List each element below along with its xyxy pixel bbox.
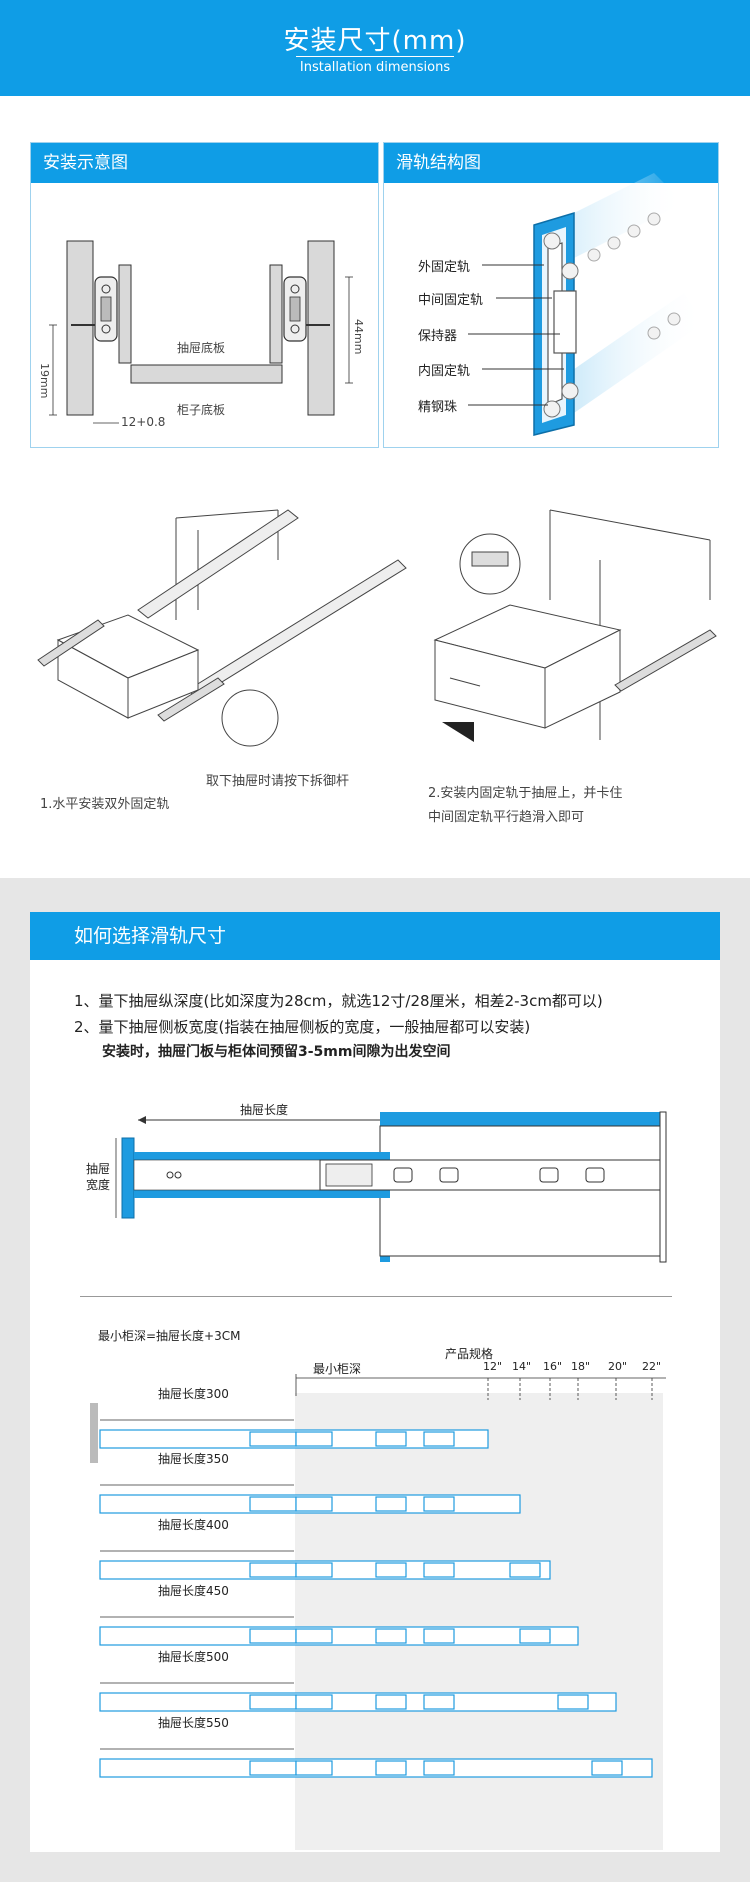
label-drawer-width-2: 宽度 (86, 1178, 111, 1192)
step2-caption-line2: 中间固定轨平行趋滑入即可 (428, 810, 585, 825)
part-outer-rail: 外固定轨 (418, 260, 471, 275)
row-label-350: 抽屉长度350 (158, 1452, 229, 1466)
part-steel-balls: 精钢珠 (418, 400, 458, 415)
label-44mm: 44mm (352, 319, 365, 355)
spec-tick-18: 18" (571, 1360, 591, 1373)
rule-width: 2、量下抽屉侧板宽度(指装在抽屉侧板的宽度，一般抽屉都可以安装) (74, 1018, 531, 1036)
step2-illustration (433, 509, 717, 742)
label-cabinet-bottom: 柜子底板 (177, 403, 226, 417)
header-banner (0, 0, 750, 96)
label-drawer-width-1: 抽屉 (86, 1162, 111, 1176)
row-label-400: 抽屉长度400 (158, 1518, 229, 1532)
label-drawer-bottom: 抽屉底板 (177, 341, 226, 355)
rail-cross-section (468, 173, 704, 436)
select-section-title: 如何选择滑轨尺寸 (30, 912, 720, 960)
label-drawer-length: 抽屉长度 (240, 1103, 289, 1117)
install-diagram-title: 安装示意图 (31, 143, 378, 183)
step1-illustration (37, 509, 407, 747)
spec-tick-12: 12" (483, 1360, 503, 1373)
part-inner-rail: 内固定轨 (418, 364, 471, 379)
section-divider (80, 1296, 672, 1297)
label-gap: 12+0.8 (121, 415, 166, 429)
label-19mm: 19mm (38, 363, 51, 399)
rule-gap: 安装时，抽屉门板与柜体间预留3-5mm间隙为出发空间 (102, 1044, 451, 1060)
page-title: 安装尺寸(mm) (283, 26, 467, 56)
cabinet-wall (90, 1403, 98, 1463)
min-depth-label: 最小柜深 (313, 1362, 362, 1376)
slide-size-chart (99, 1374, 666, 1778)
row-label-550: 抽屉长度550 (158, 1716, 229, 1730)
part-middle-rail: 中间固定轨 (418, 293, 484, 308)
step2-caption-line1: 2.安装内固定轨于抽屉上，并卡住 (428, 786, 623, 801)
title-underline (296, 56, 454, 57)
row-label-300: 抽屉长度300 (158, 1387, 229, 1401)
spec-tick-14: 14" (512, 1360, 532, 1373)
drawer-length-diagram (115, 1111, 667, 1263)
page-subtitle: Installation dimensions (299, 60, 451, 75)
row-label-450: 抽屉长度450 (158, 1584, 229, 1598)
spec-tick-22: 22" (642, 1360, 662, 1373)
step1-caption: 1.水平安装双外固定轨 (40, 797, 170, 812)
install-diagram-panel: 安装示意图 抽屉底板 柜子底板 19mm (30, 142, 379, 448)
spec-tick-20: 20" (608, 1360, 628, 1373)
structure-diagram-title: 滑轨结构图 (384, 143, 718, 183)
min-cabinet-formula: 最小柜深=抽屉长度+3CM (98, 1329, 241, 1343)
row-label-500: 抽屉长度500 (158, 1650, 229, 1664)
structure-diagram-panel: 滑轨结构图 外固定轨 中间固定轨 (383, 142, 719, 448)
spec-label: 产品规格 (445, 1347, 494, 1361)
part-retainer: 保持器 (418, 329, 458, 344)
rule-depth: 1、量下抽屉纵深度(比如深度为28cm，就选12寸/28厘米，相差2-3cm都可… (74, 992, 603, 1010)
install-diagram-drawing (49, 240, 353, 424)
step-hint: 取下抽屉时请按下拆御杆 (206, 774, 350, 789)
spec-tick-16: 16" (543, 1360, 563, 1373)
